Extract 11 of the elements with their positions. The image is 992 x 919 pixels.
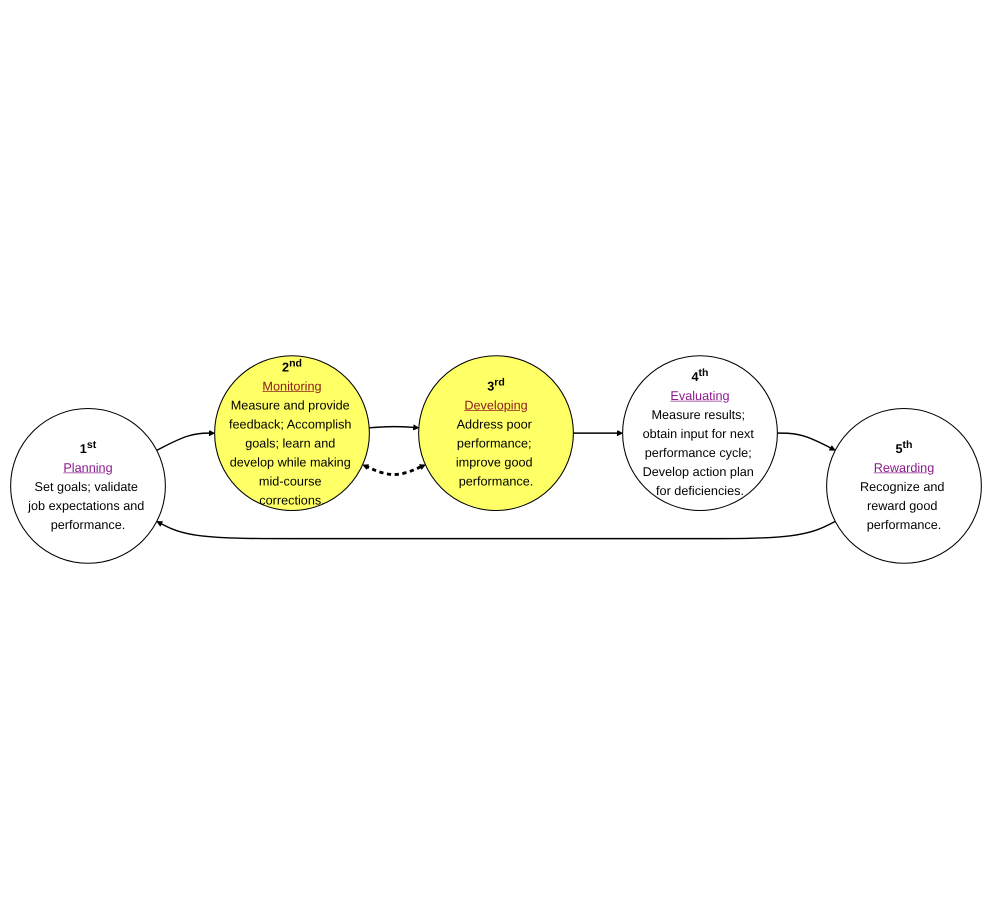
arrow (573, 430, 623, 436)
node-circle: 1$^{st}$ Planning Set goals; validate job expectations and performance. (10, 408, 166, 564)
arrow (369, 424, 420, 430)
node-circle: 4$^{th}$ Evaluating Measure results; obtain input for next performance cycle; Develop action plan for deficiencies. (622, 355, 778, 512)
arrow (362, 464, 426, 476)
arrow (777, 432, 836, 451)
node-circle: 3$^{rd}$ Developing Address poor performance; improve good performance. (418, 355, 574, 512)
node-circle: 2$^{nd}$ Monitoring Measure and provide feedback; Accomplish goals; learn and develop while making mid-course corrections. (214, 355, 370, 512)
node-circle: 5$^{th}$ Rewarding Recognize and reward good performance. (826, 408, 982, 564)
arrow (156, 520, 836, 540)
arrow (156, 430, 215, 451)
